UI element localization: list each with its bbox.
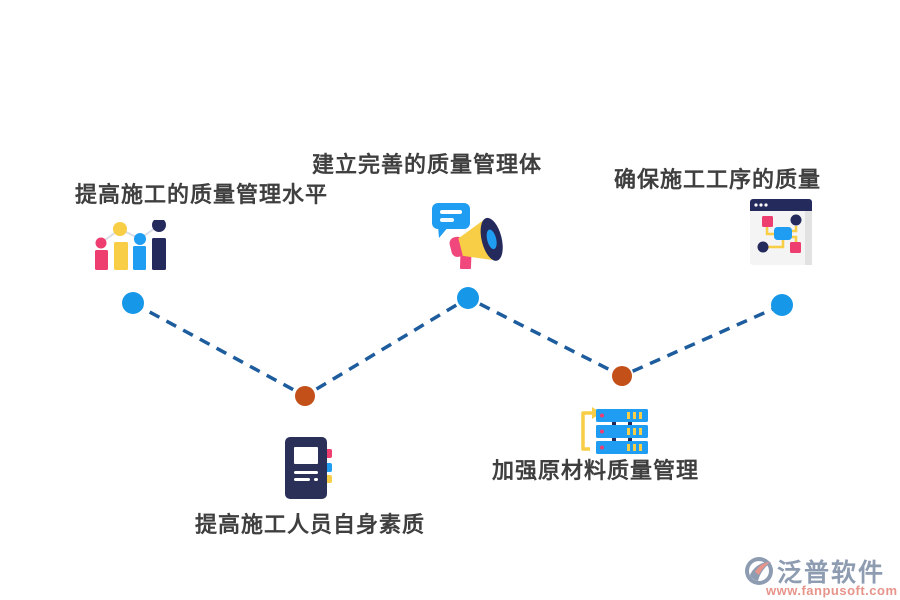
node-label-bottom-center: 加强原材料质量管理 xyxy=(492,458,700,483)
node-label-top-center: 建立完善的质量管理体 xyxy=(312,152,543,177)
path-dot-bottom-center xyxy=(612,366,632,386)
megaphone-icon xyxy=(432,203,503,269)
path-dot-top-right xyxy=(771,294,793,316)
watermark-url: www.fanpusoft.com xyxy=(766,583,898,598)
server-icon xyxy=(581,407,648,454)
dashed-path xyxy=(132,296,783,399)
watermark-brand-name: 泛普软件 xyxy=(777,559,886,587)
node-label-bottom-left: 提高施工人员自身素质 xyxy=(195,512,426,537)
bar-chart-icon xyxy=(95,220,166,270)
flowchart-window-icon xyxy=(750,199,812,265)
node-label-top-left: 提高施工的质量管理水平 xyxy=(75,182,329,207)
notebook-icon xyxy=(285,437,332,499)
fanpu-logo-icon xyxy=(745,557,773,585)
path-dot-top-center xyxy=(457,287,479,309)
path-dot-top-left xyxy=(122,292,144,314)
path-dot-bottom-left xyxy=(295,386,315,406)
node-label-top-right: 确保施工工序的质量 xyxy=(614,167,822,192)
